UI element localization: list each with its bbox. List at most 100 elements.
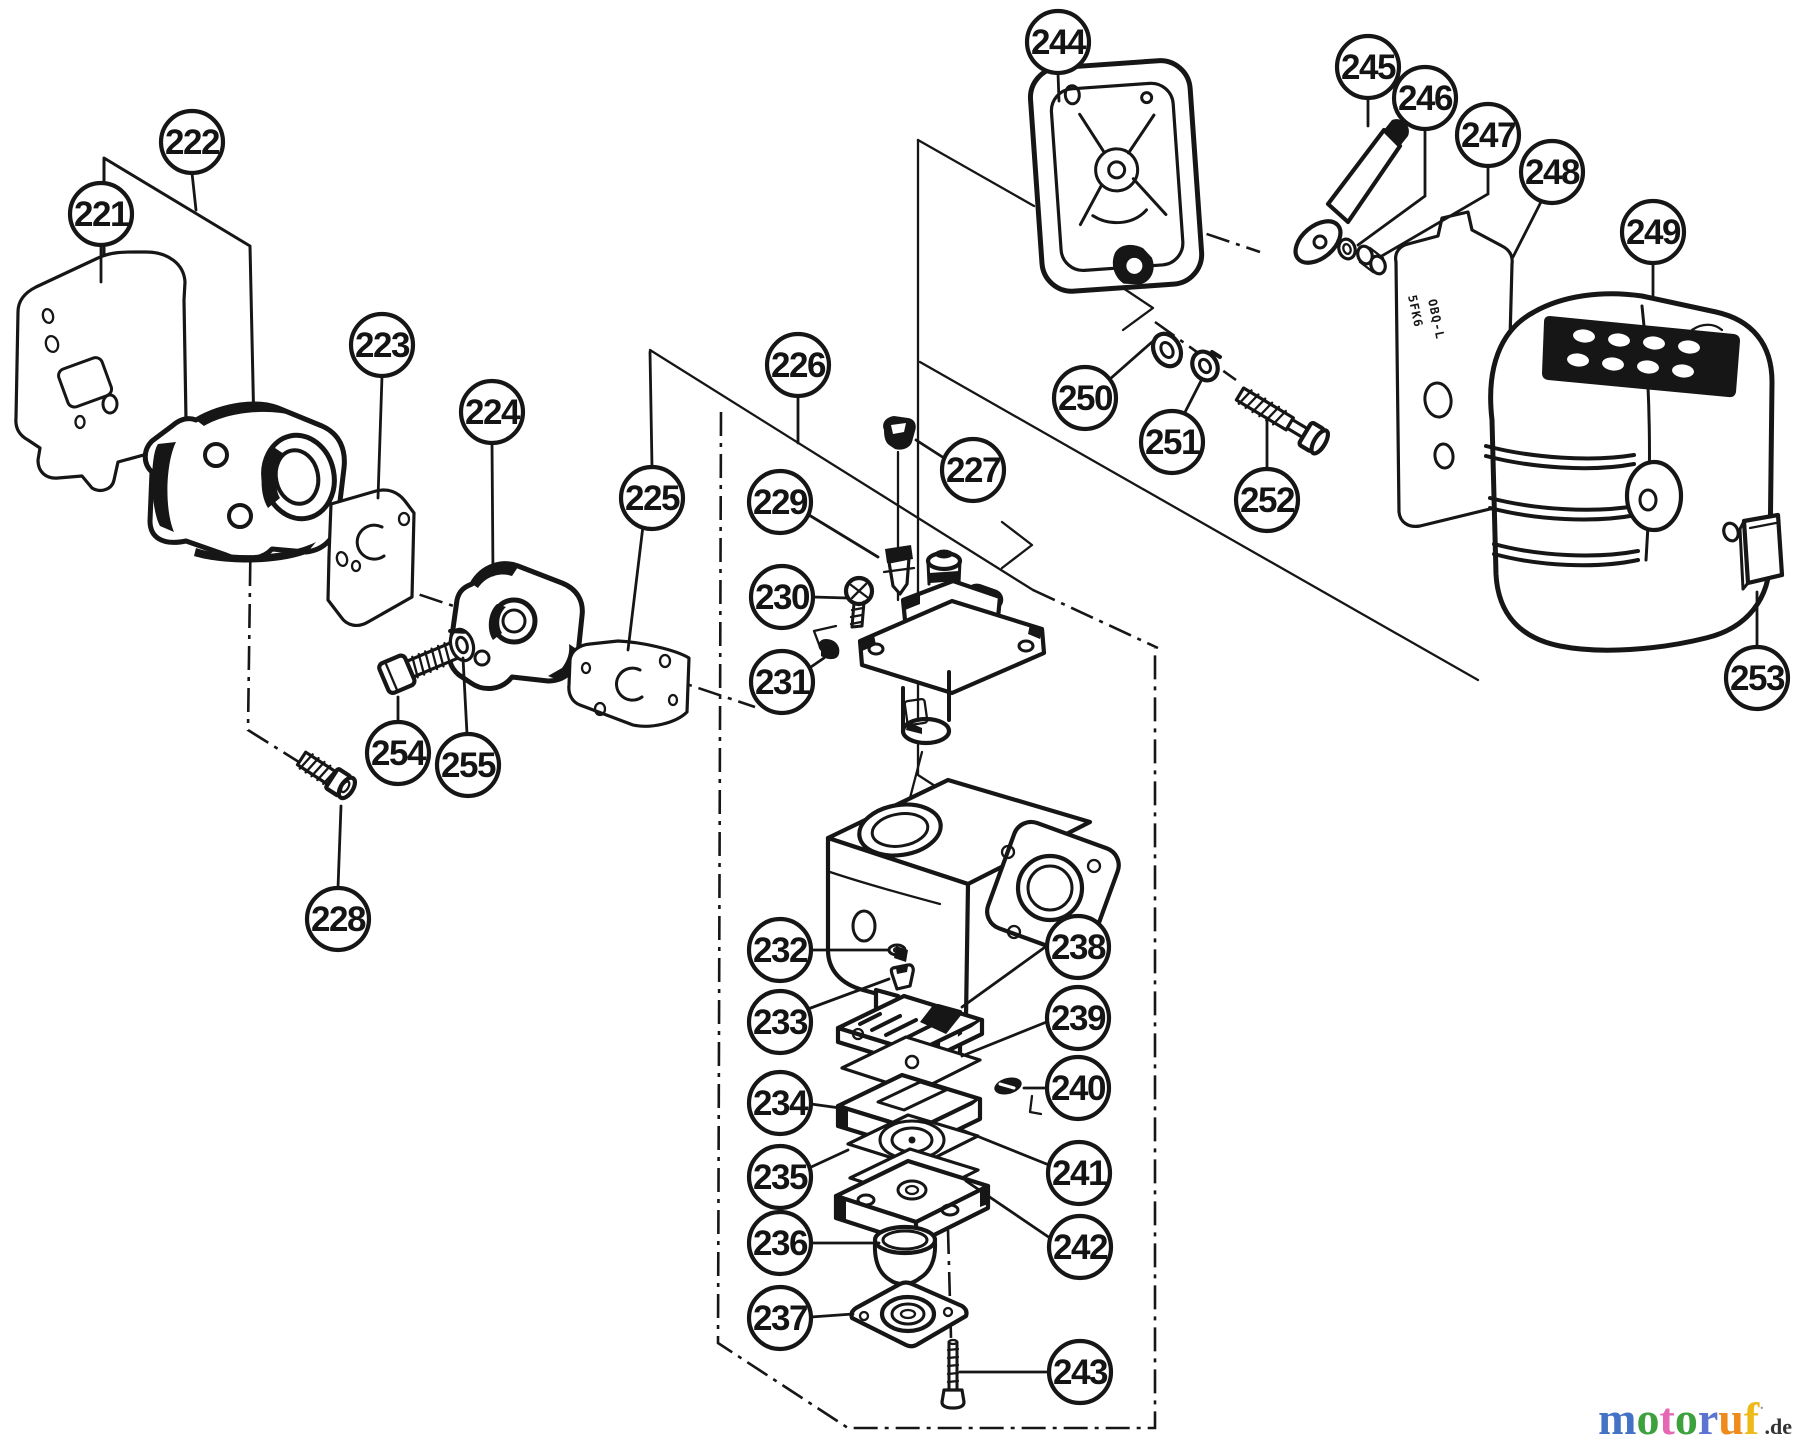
callout-number-228: 228	[311, 900, 366, 939]
callout-224[interactable]: 224	[458, 378, 526, 446]
callout-249[interactable]: 249	[1619, 198, 1687, 266]
callout-circle-240[interactable]	[1044, 1054, 1112, 1122]
callout-253[interactable]: 253	[1723, 644, 1791, 712]
callout-circle-242[interactable]	[1046, 1213, 1114, 1281]
callout-251[interactable]: 251	[1138, 408, 1206, 476]
callout-circle-223[interactable]	[348, 311, 416, 379]
part-237-pump-base	[849, 1280, 969, 1349]
callout-231[interactable]: 231	[748, 648, 816, 716]
part-252-bolt	[1234, 386, 1331, 456]
callout-circle-246[interactable]	[1391, 64, 1459, 132]
callout-248[interactable]: 248	[1518, 138, 1586, 206]
callout-222[interactable]: 222	[158, 108, 226, 176]
callout-circle-232[interactable]	[746, 916, 814, 984]
callout-circle-227[interactable]	[939, 436, 1007, 504]
callout-circle-248[interactable]	[1518, 138, 1586, 206]
callout-227[interactable]: 227	[939, 436, 1007, 504]
leader-229	[807, 513, 880, 559]
callout-circle-228[interactable]	[304, 885, 372, 953]
callout-circle-250[interactable]	[1051, 364, 1119, 432]
callout-234[interactable]: 234	[746, 1069, 814, 1137]
watermark-letter: r	[1697, 1393, 1719, 1444]
callout-number-250: 250	[1058, 379, 1113, 418]
callout-circle-239[interactable]	[1044, 984, 1112, 1052]
callout-circle-255[interactable]	[434, 731, 502, 799]
callout-238[interactable]: 238	[1044, 913, 1112, 981]
callout-circle-254[interactable]	[364, 719, 432, 787]
callout-circle-237[interactable]	[746, 1284, 814, 1352]
callout-245[interactable]: 245	[1334, 33, 1402, 101]
part-248-muffler-gasket: 5FK6 OBQ-L	[1394, 210, 1514, 528]
callout-246[interactable]: 246	[1391, 64, 1459, 132]
watermark-letter: t	[1659, 1393, 1675, 1444]
part-251-lock-washer	[1190, 349, 1222, 383]
part-231-clip	[812, 624, 840, 660]
callout-230[interactable]: 230	[748, 563, 816, 631]
callout-223[interactable]: 223	[348, 311, 416, 379]
callout-circle-245[interactable]	[1334, 33, 1402, 101]
callout-254[interactable]: 254	[364, 719, 432, 787]
part-234-spacer	[835, 1072, 983, 1153]
callout-237[interactable]: 237	[746, 1284, 814, 1352]
callout-236[interactable]: 236	[746, 1209, 814, 1277]
callout-circle-225[interactable]	[618, 464, 686, 532]
callout-circle-222[interactable]	[158, 108, 226, 176]
callout-229[interactable]: 229	[746, 468, 814, 536]
callout-circle-224[interactable]	[458, 378, 526, 446]
watermark-letter: m	[1598, 1393, 1637, 1444]
callout-circle-243[interactable]	[1046, 1338, 1114, 1406]
callout-circle-238[interactable]	[1044, 913, 1112, 981]
part-246-washer	[1337, 237, 1357, 261]
intake-manifold	[142, 401, 347, 563]
callout-circle-251[interactable]	[1138, 408, 1206, 476]
callout-circle-221[interactable]	[67, 180, 135, 248]
callout-244[interactable]: 244	[1024, 8, 1092, 76]
callout-circle-230[interactable]	[748, 563, 816, 631]
part-230-screw	[843, 575, 875, 629]
leader-248	[1511, 196, 1545, 259]
callout-233[interactable]: 233	[746, 988, 814, 1056]
callout-225[interactable]: 225	[618, 464, 686, 532]
callout-number-241: 241	[1052, 1154, 1107, 1193]
callout-circle-249[interactable]	[1619, 198, 1687, 266]
callout-241[interactable]: 241	[1045, 1139, 1113, 1207]
part-242-metering-body	[833, 1158, 991, 1247]
callout-242[interactable]: 242	[1046, 1213, 1114, 1281]
leader-235	[807, 1148, 850, 1170]
callout-circle-231[interactable]	[748, 648, 816, 716]
callout-228[interactable]: 228	[304, 885, 372, 953]
callout-circle-253[interactable]	[1723, 644, 1791, 712]
part-255-washer	[448, 627, 476, 663]
callout-circle-234[interactable]	[746, 1069, 814, 1137]
callout-circle-241[interactable]	[1045, 1139, 1113, 1207]
watermark-motoruf[interactable]: motoruf˙.de	[1598, 1396, 1792, 1442]
callout-number-243: 243	[1053, 1353, 1108, 1392]
callout-circle-226[interactable]	[764, 331, 832, 399]
callout-250[interactable]: 250	[1051, 364, 1119, 432]
callout-circle-247[interactable]	[1454, 101, 1522, 169]
callout-247[interactable]: 247	[1454, 101, 1522, 169]
callout-circle-235[interactable]	[746, 1143, 814, 1211]
callout-circle-244[interactable]	[1024, 8, 1092, 76]
callout-221[interactable]: 221	[67, 180, 135, 248]
callout-232[interactable]: 232	[746, 916, 814, 984]
leader-241	[960, 1128, 1051, 1167]
callout-circle-233[interactable]	[746, 988, 814, 1056]
callout-239[interactable]: 239	[1044, 984, 1112, 1052]
callout-number-249: 249	[1626, 213, 1681, 252]
callout-number-253: 253	[1730, 659, 1785, 698]
callout-circle-236[interactable]	[746, 1209, 814, 1277]
callout-235[interactable]: 235	[746, 1143, 814, 1211]
callout-circle-229[interactable]	[746, 468, 814, 536]
part-245-choke-lever	[1293, 119, 1409, 265]
watermark-letter: u	[1718, 1393, 1744, 1444]
callout-240[interactable]: 240	[1044, 1054, 1112, 1122]
leader-250	[1108, 340, 1154, 381]
part-224-insulator	[446, 561, 585, 691]
break-chevron	[1000, 520, 1034, 570]
callout-255[interactable]: 255	[434, 731, 502, 799]
callout-252[interactable]: 252	[1233, 466, 1301, 534]
callout-226[interactable]: 226	[764, 331, 832, 399]
callout-circle-252[interactable]	[1233, 466, 1301, 534]
callout-243[interactable]: 243	[1046, 1338, 1114, 1406]
